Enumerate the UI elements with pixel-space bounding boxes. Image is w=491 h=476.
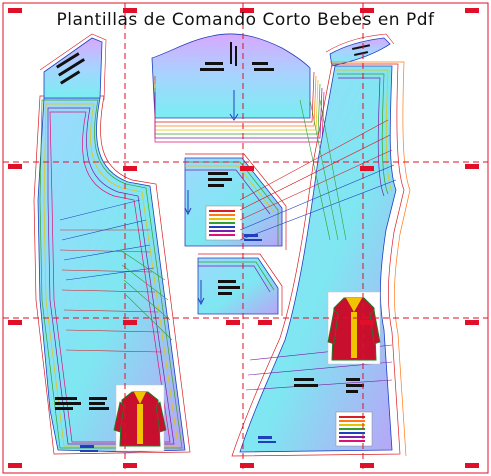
pattern-piece-collar-right <box>325 33 395 67</box>
pattern-piece-sleeve-upper <box>184 153 287 250</box>
coat-figure-icon <box>327 291 381 365</box>
registration-marks <box>8 8 479 468</box>
pattern-piece-sleeve-lower <box>197 253 283 316</box>
size-legend-icon <box>335 411 373 447</box>
coat-figure-icon <box>113 384 167 452</box>
tile-grid <box>3 3 488 473</box>
grain-arrow-icon <box>197 280 205 306</box>
size-legend-icon <box>205 205 243 241</box>
pattern-piece-front-left <box>33 95 191 455</box>
grain-arrow-icon <box>229 90 239 121</box>
pattern-piece-yoke <box>151 33 325 143</box>
grain-arrow-icon <box>184 190 192 216</box>
page-title: Plantillas de Comando Corto Bebes en Pdf <box>56 10 435 30</box>
pattern-piece-collar-left <box>39 33 107 101</box>
